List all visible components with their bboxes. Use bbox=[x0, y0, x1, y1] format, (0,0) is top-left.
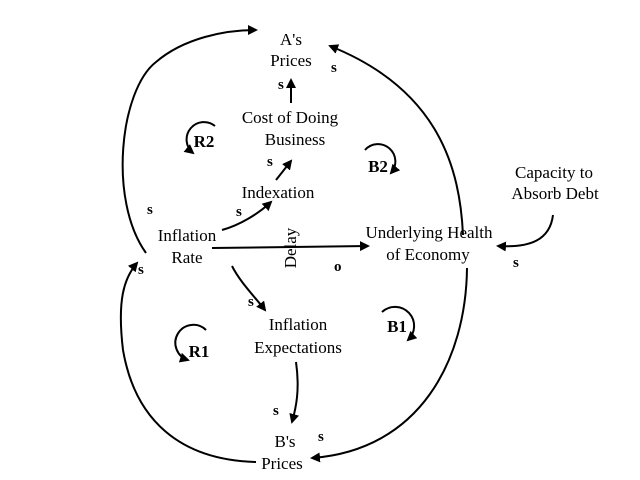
link-inflation-rate-to-a-prices bbox=[121, 25, 258, 254]
link-b-prices-to-inflation-rate bbox=[119, 261, 257, 463]
link-underlying-health-to-a-prices bbox=[328, 44, 464, 236]
node-capacity-to-absorb-debt-line1: Capacity to bbox=[515, 163, 593, 182]
loop-b1-label: B1 bbox=[387, 317, 407, 336]
polarity-indexation-to-cost: s bbox=[267, 154, 273, 170]
loop-r1-ring bbox=[174, 323, 207, 363]
node-cost-of-doing-business-line1: Cost of Doing bbox=[242, 108, 339, 127]
loop-b2-ring bbox=[364, 143, 401, 175]
polarity-inflation-rate-to-a-prices: s bbox=[147, 202, 153, 218]
node-a-prices-line1: A's bbox=[280, 30, 302, 49]
node-b-prices-line1: B's bbox=[274, 432, 295, 451]
loop-r2-marker: R2 bbox=[183, 121, 216, 155]
link-indexation-to-cost-of-doing-business bbox=[275, 159, 293, 181]
loop-b2-label: B2 bbox=[368, 157, 388, 176]
loop-r1-label: R1 bbox=[189, 342, 210, 361]
link-inflation-rate-to-inflation-expectations bbox=[231, 265, 267, 312]
link-inflation-rate-to-indexation bbox=[221, 200, 273, 231]
polarity-inflation-rate-to-inflation-expectations: s bbox=[248, 294, 254, 310]
link-inflation-expectations-to-b-prices bbox=[289, 361, 300, 424]
node-inflation-expectations-line1: Inflation bbox=[269, 315, 328, 334]
node-inflation-rate-line1: Inflation bbox=[158, 226, 217, 245]
polarity-inflation-rate-to-indexation: s bbox=[236, 204, 242, 220]
node-a-prices-line2: Prices bbox=[270, 51, 312, 70]
polarity-cost-to-a-prices: s bbox=[278, 77, 284, 93]
node-indexation: Indexation bbox=[242, 183, 315, 202]
polarity-inflation-rate-to-underlying-health: o bbox=[334, 259, 342, 275]
node-underlying-health-line2: of Economy bbox=[386, 245, 470, 264]
node-capacity-to-absorb-debt-line2: Absorb Debt bbox=[511, 184, 599, 203]
loop-r2-ring bbox=[183, 121, 216, 155]
node-inflation-expectations-line2: Expectations bbox=[254, 338, 342, 357]
polarity-underlying-health-to-a-prices: s bbox=[331, 60, 337, 76]
node-inflation-rate-line2: Rate bbox=[171, 248, 202, 267]
link-underlying-health-to-b-prices bbox=[310, 267, 468, 463]
polarity-inflation-expectations-to-b-prices: s bbox=[273, 403, 279, 419]
loop-b1-marker: B1 bbox=[381, 305, 418, 342]
polarity-capacity-to-underlying-health: s bbox=[513, 255, 519, 271]
link-capacity-to-underlying-health bbox=[496, 214, 554, 252]
polarity-underlying-health-to-b-prices: s bbox=[318, 429, 324, 445]
node-underlying-health-line1: Underlying Health bbox=[366, 223, 493, 242]
loop-b2-marker: B2 bbox=[364, 143, 401, 176]
node-cost-of-doing-business-line2: Business bbox=[265, 130, 325, 149]
loop-b1-ring bbox=[381, 305, 418, 342]
node-b-prices-line2: Prices bbox=[261, 454, 303, 473]
polarity-b-prices-to-inflation-rate: s bbox=[138, 262, 144, 278]
link-inflation-rate-to-underlying-health bbox=[211, 241, 370, 252]
loop-r2-label: R2 bbox=[194, 132, 215, 151]
loop-r1-marker: R1 bbox=[174, 323, 210, 363]
